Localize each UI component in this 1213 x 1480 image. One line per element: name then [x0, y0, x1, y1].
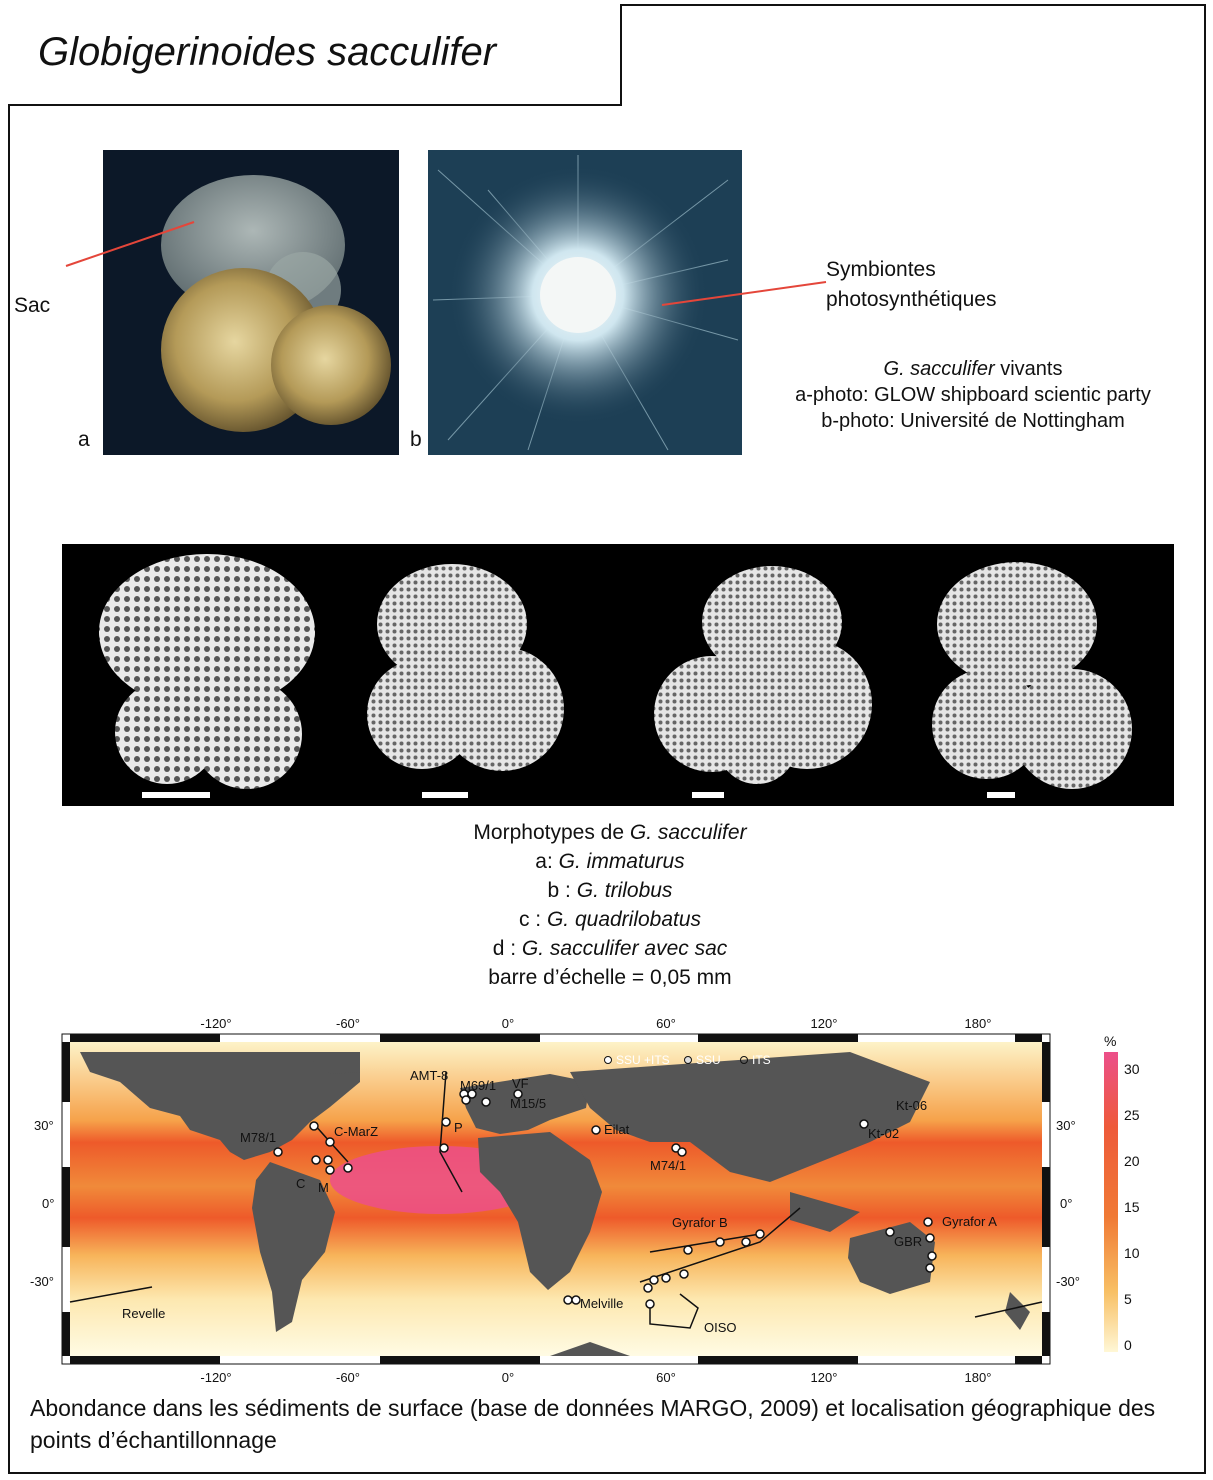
colorbar-tick-25: 25	[1124, 1107, 1140, 1123]
site-m15: M15/5	[510, 1096, 546, 1111]
site-gbr: GBR	[894, 1234, 922, 1249]
photo-b	[428, 150, 742, 455]
site-oiso: OISO	[704, 1320, 737, 1335]
bottom-tick-1: -120°	[200, 1370, 231, 1385]
legend-its: ITS	[752, 1053, 771, 1067]
top-tick-2: -60°	[336, 1016, 360, 1031]
left-tick-1: 30°	[34, 1118, 54, 1133]
colorbar-tick-20: 20	[1124, 1153, 1140, 1169]
legend-ssu-its: SSU +ITS	[616, 1053, 670, 1067]
photo-a-drawing	[161, 175, 391, 432]
site-eilat: Eilat	[604, 1122, 630, 1137]
top-tick-3: 0°	[502, 1016, 514, 1031]
continents	[80, 1052, 1030, 1356]
site-kt06: Kt-06	[896, 1098, 927, 1113]
top-tick-4: 60°	[656, 1016, 676, 1031]
symbiontes-annotation-line2: photosynthétiques	[826, 288, 997, 311]
site-cmarz: C-MarZ	[334, 1124, 378, 1139]
site-m69: M69/1	[460, 1078, 496, 1093]
bottom-tick-4: 60°	[656, 1370, 676, 1385]
map-sampling-legend	[604, 1056, 748, 1064]
photo-a-label: a	[78, 428, 90, 451]
annotation-lines	[65, 221, 827, 306]
left-tick-2: 0°	[42, 1196, 54, 1211]
top-tick-6: 180°	[965, 1016, 992, 1031]
morphotype-item-a: a: G. immaturus	[535, 850, 685, 873]
morphotypes-heading: Morphotypes de G. sacculifer	[473, 821, 747, 844]
title-box: Globigerinoides sacculifer	[8, 4, 622, 106]
morphotype-d-shell	[932, 562, 1132, 798]
right-tick-2: 0°	[1060, 1196, 1072, 1211]
photo-caption: G. sacculifer vivants a-photo: GLOW ship…	[746, 356, 1200, 434]
photo-caption-line2: a-photo: GLOW shipboard scientic party	[795, 384, 1151, 406]
scale-bar-note: barre d’échelle = 0,05 mm	[488, 966, 732, 989]
morphotype-item-c: c : G. quadrilobatus	[518, 908, 702, 931]
bottom-tick-6: 180°	[965, 1370, 992, 1385]
site-revelle: Revelle	[122, 1306, 165, 1321]
site-amt8: AMT-8	[410, 1068, 448, 1083]
legend-ssu: SSU	[696, 1053, 721, 1067]
symbiontes-annotation-line1: Symbiontes	[826, 258, 936, 281]
photo-b-label: b	[410, 428, 422, 451]
photo-a	[103, 150, 399, 455]
cruise-tracks	[69, 1071, 1043, 1329]
morphotype-b-shell	[367, 564, 564, 798]
morphotypes-caption: Morphotypes de G. sacculifer a: G. immat…	[330, 818, 890, 992]
site-melville: Melville	[580, 1296, 623, 1311]
morphotype-a-shell	[99, 554, 315, 798]
map-tick-bands	[62, 1034, 1050, 1364]
sem-morphotypes-panel	[62, 544, 1174, 806]
left-tick-3: -30°	[30, 1274, 54, 1289]
map-caption: Abondance dans les sédiments de surface …	[30, 1395, 1156, 1453]
right-tick-1: 30°	[1056, 1118, 1076, 1133]
sac-annotation: Sac	[14, 294, 51, 317]
colorbar-tick-15: 15	[1124, 1199, 1140, 1215]
site-m74: M74/1	[650, 1158, 686, 1173]
top-tick-5: 120°	[811, 1016, 838, 1031]
top-tick-1: -120°	[200, 1016, 231, 1031]
colorbar-tick-0: 0	[1124, 1337, 1132, 1353]
site-m78: M78/1	[240, 1130, 276, 1145]
photo-caption-line1: G. sacculifer vivants	[883, 358, 1063, 380]
site-kt02: Kt-02	[868, 1126, 899, 1141]
site-c: C	[296, 1176, 305, 1191]
colorbar-unit: %	[1104, 1033, 1116, 1049]
bottom-tick-2: -60°	[336, 1370, 360, 1385]
colorbar-tick-5: 5	[1124, 1291, 1132, 1307]
page-title: Globigerinoides sacculifer	[38, 30, 497, 74]
morphotype-item-b: b : G. trilobus	[547, 879, 673, 902]
morphotype-item-d: d : G. sacculifer avec sac	[492, 937, 728, 960]
abundance-map: SSU +ITS SSU ITS AMT-8 M69/1 VF M15/5 P …	[30, 1016, 1080, 1385]
morphotype-c-shell	[654, 566, 872, 798]
site-m: M	[318, 1180, 329, 1195]
photo-caption-line3: b-photo: Université de Nottingham	[821, 410, 1125, 432]
colorbar: % 30 25 20 15 10 5 0	[1104, 1033, 1140, 1353]
site-p: P	[454, 1120, 463, 1135]
photo-b-drawing	[432, 155, 739, 451]
site-vf: VF	[512, 1076, 529, 1091]
bottom-tick-3: 0°	[502, 1370, 514, 1385]
sem-drawing	[99, 554, 1132, 798]
colorbar-tick-10: 10	[1124, 1245, 1140, 1261]
sample-points	[273, 1089, 937, 1309]
site-gyrafor-a: Gyrafor A	[942, 1214, 997, 1229]
bottom-tick-5: 120°	[811, 1370, 838, 1385]
colorbar-tick-30: 30	[1124, 1061, 1140, 1077]
site-gyrafor-b: Gyrafor B	[672, 1215, 728, 1230]
right-tick-3: -30°	[1056, 1274, 1080, 1289]
